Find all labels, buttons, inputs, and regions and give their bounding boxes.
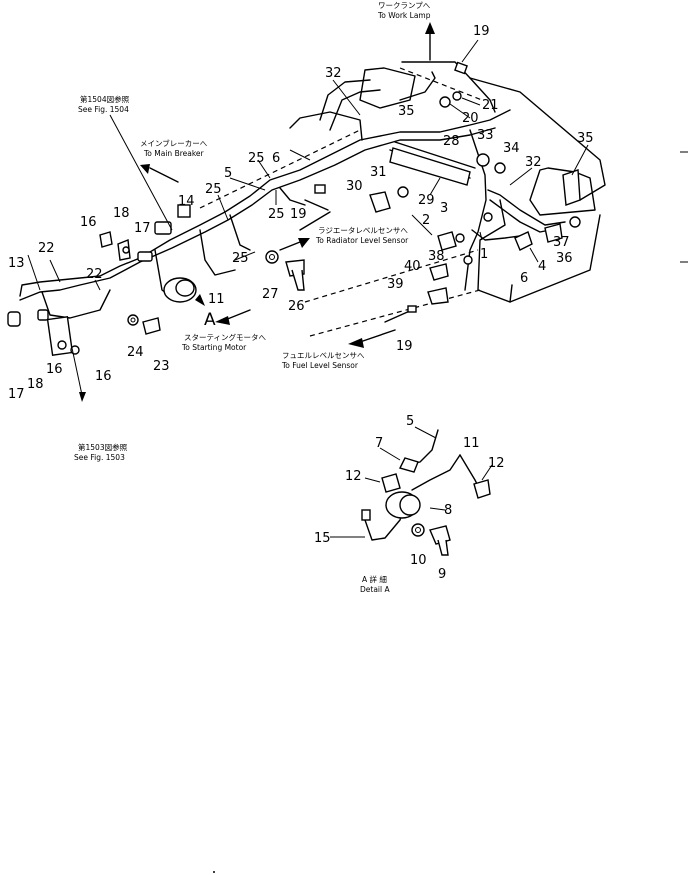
callout-6a: 6	[272, 151, 280, 166]
callout-3: 3	[440, 201, 448, 216]
frame-outline	[199, 61, 606, 337]
callout-16a: 16	[80, 215, 97, 230]
callout-14: 14	[178, 194, 195, 209]
callout-27: 27	[262, 287, 279, 302]
callout-16b: 16	[46, 362, 63, 377]
fig1503-en: See Fig. 1503	[74, 453, 125, 462]
radiator-en: To Radiator Level Sensor	[315, 236, 409, 245]
callout-17b: 17	[8, 387, 25, 402]
starting-motor-en: To Starting Motor	[181, 343, 247, 352]
fig1504-jp: 第1504図参照	[80, 94, 130, 104]
callout-39: 39	[387, 277, 404, 292]
callout-11a: 11	[208, 292, 225, 307]
callout-18a: 18	[113, 206, 130, 221]
callout-40: 40	[404, 259, 421, 274]
callout-19c: 19	[396, 339, 413, 354]
callout-25d: 25	[232, 251, 249, 266]
callout-22a: 22	[38, 241, 55, 256]
callout-32b: 32	[525, 155, 542, 170]
callout-1: 1	[480, 247, 488, 262]
detail-a	[330, 426, 493, 556]
fuel-level-en: To Fuel Level Sensor	[281, 361, 359, 370]
callout-19a: 19	[473, 24, 490, 39]
callout-32a: 32	[325, 66, 342, 81]
detail-a-en: Detail A	[360, 585, 390, 594]
detail-a-jp: A 詳 細	[362, 574, 387, 584]
callout-21: 21	[482, 98, 499, 113]
callout-26: 26	[288, 299, 305, 314]
callout-18b: 18	[27, 377, 44, 392]
callout-15: 15	[314, 531, 331, 546]
callout-10: 10	[410, 553, 427, 568]
callout-20: 20	[462, 111, 479, 126]
fig1503-jp: 第1503図参照	[78, 442, 128, 452]
callout-30: 30	[346, 179, 363, 194]
callout-6b: 6	[520, 271, 528, 286]
callout-7: 7	[375, 436, 383, 451]
parts	[7, 61, 581, 357]
callout-17a: 17	[134, 221, 151, 236]
work-lamp-en: To Work Lamp	[377, 11, 431, 20]
main-breaker-jp: メインブレーカーへ	[140, 138, 208, 148]
callout-35a: 35	[398, 104, 415, 119]
callout-31: 31	[370, 165, 387, 180]
callout-12b: 12	[488, 456, 505, 471]
callout-34: 34	[503, 141, 520, 156]
view-a-label: A	[204, 310, 216, 330]
callout-37: 37	[553, 235, 570, 250]
callout-16c: 16	[95, 369, 112, 384]
callout-7-5: 5	[406, 414, 414, 429]
starting-motor-jp: スターティングモータへ	[184, 332, 267, 342]
callout-13: 13	[8, 256, 25, 271]
main-breaker-en: To Main Breaker	[143, 149, 205, 158]
callout-11b: 11	[463, 436, 480, 451]
callout-36: 36	[556, 251, 573, 266]
radiator-jp: ラジエータレベルセンサへ	[318, 226, 408, 235]
callout-29: 29	[418, 193, 435, 208]
callout-22b: 22	[86, 267, 103, 282]
callout-24: 24	[127, 345, 144, 360]
dot-mark	[213, 871, 215, 873]
callout-38: 38	[428, 249, 445, 264]
callout-2: 2	[422, 213, 430, 228]
callout-9: 9	[438, 567, 446, 582]
callout-19b: 19	[290, 207, 307, 222]
callout-23: 23	[153, 359, 170, 374]
callout-25b: 25	[205, 182, 222, 197]
callout-8: 8	[444, 503, 452, 518]
notes: ワークランプへ To Work Lamp 第1504図参照 See Fig. 1…	[74, 1, 431, 594]
callout-25a: 25	[248, 151, 265, 166]
callout-numbers: 19 32 35 21 20 33 28 34 35 32 31 30 29 3…	[8, 24, 594, 582]
callout-28: 28	[443, 134, 460, 149]
fuel-level-jp: フュエルレベルセンサへ	[282, 351, 365, 360]
callout-4: 4	[538, 259, 546, 274]
leader-lines	[27, 39, 589, 402]
callout-33: 33	[477, 128, 494, 143]
callout-12a: 12	[345, 469, 362, 484]
callout-25c: 25	[268, 207, 285, 222]
fig1504-en: See Fig. 1504	[78, 105, 129, 114]
callout-5: 5	[224, 166, 232, 181]
work-lamp-jp: ワークランプへ	[378, 1, 431, 10]
callout-35b: 35	[577, 131, 594, 146]
direction-arrows	[140, 22, 435, 348]
